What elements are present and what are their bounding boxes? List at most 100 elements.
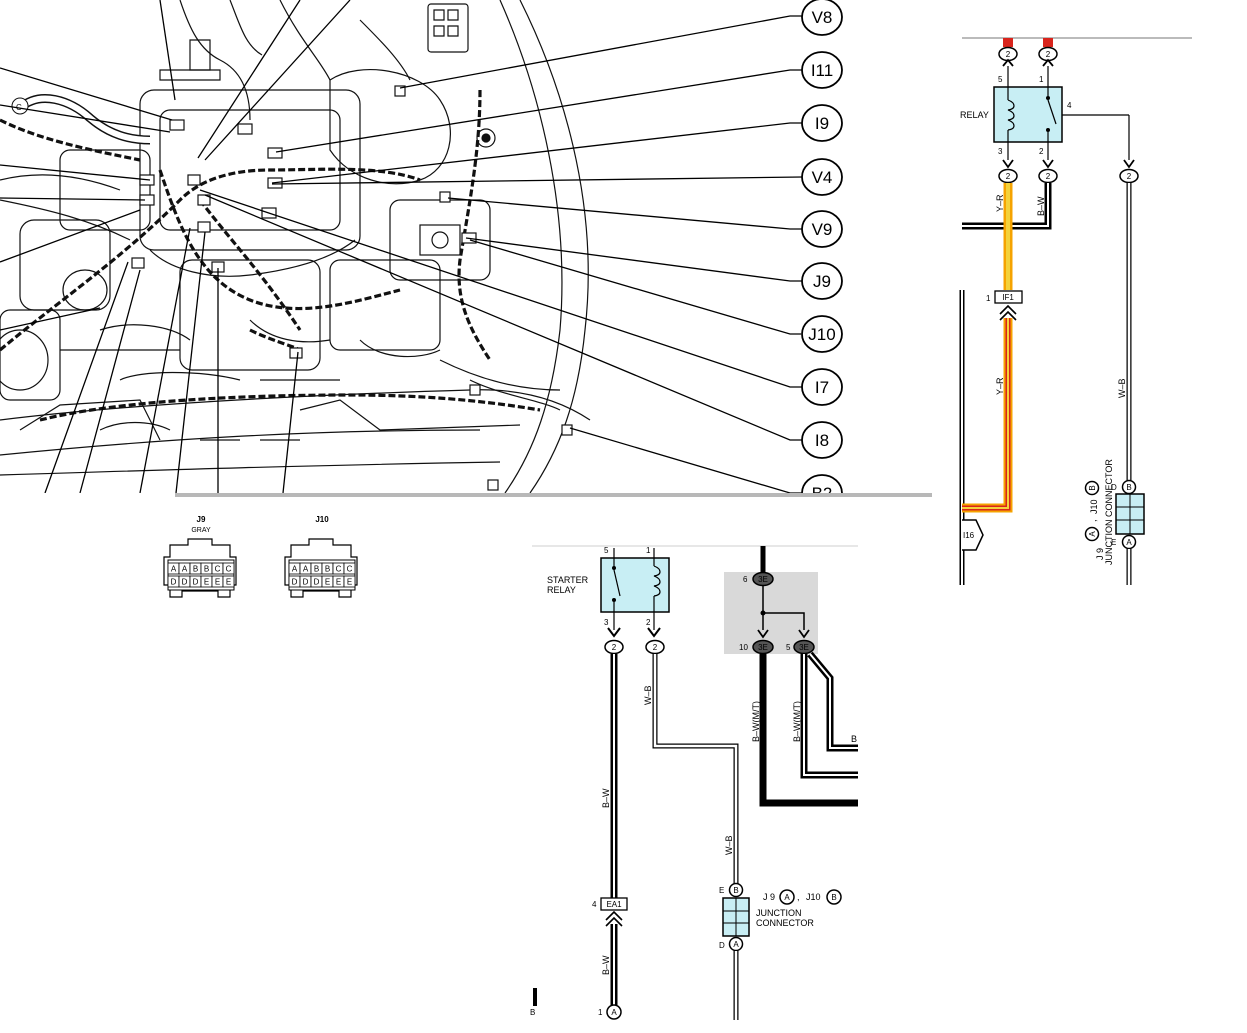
svg-text:B: B: [831, 893, 836, 902]
svg-text:J9: J9: [813, 272, 831, 291]
svg-text:J 9: J 9: [1095, 548, 1105, 560]
svg-text:1: 1: [986, 294, 991, 303]
connector-pin-label: C: [336, 565, 342, 574]
svg-text:2: 2: [1046, 50, 1051, 59]
connector-pin-label: C: [215, 565, 221, 574]
svg-text:V4: V4: [812, 168, 833, 187]
engine-label-c: C: [11, 97, 29, 115]
svg-text:B: B: [1126, 483, 1131, 492]
svg-text:4: 4: [1067, 101, 1072, 110]
connector-pin-label: A: [171, 565, 177, 574]
svg-text:GRAY: GRAY: [191, 527, 211, 534]
callout-i7[interactable]: I7: [801, 368, 843, 406]
connector-pin-label: D: [171, 578, 177, 587]
svg-text:2: 2: [1039, 147, 1044, 156]
connector-pin-cell: [343, 562, 356, 575]
connector-pin-label: B: [325, 565, 330, 574]
connector-pin-label: E: [325, 578, 330, 587]
svg-text:RELAY: RELAY: [960, 110, 989, 120]
svg-text:B–W(M/T): B–W(M/T): [792, 701, 802, 742]
callout-v8[interactable]: V8: [801, 0, 843, 36]
svg-text:Y–R: Y–R: [995, 377, 1005, 395]
svg-text:B–W: B–W: [601, 788, 611, 808]
svg-text:2: 2: [1006, 50, 1011, 59]
harness-connectors: [131, 85, 573, 491]
svg-text:I7: I7: [815, 378, 829, 397]
svg-text:B: B: [1088, 485, 1097, 490]
svg-text:,: ,: [797, 892, 800, 902]
svg-text:2: 2: [1127, 172, 1132, 181]
callout-list: V8 I11 I9 V4 V9 J9 J10 I7: [801, 0, 843, 503]
callout-j10[interactable]: J10: [801, 315, 843, 353]
callout-i11[interactable]: I11: [801, 51, 843, 89]
svg-text:D: D: [1111, 483, 1117, 492]
svg-text:W–B: W–B: [643, 685, 653, 705]
connector-pin-label: E: [347, 578, 352, 587]
connector-pin-label: C: [226, 565, 232, 574]
engine-bay-illustration: [0, 0, 591, 494]
svg-text:2: 2: [646, 618, 651, 627]
svg-text:W–B: W–B: [724, 835, 734, 855]
svg-text:I8: I8: [815, 431, 829, 450]
svg-text:V9: V9: [812, 220, 833, 239]
svg-text:A: A: [784, 893, 790, 902]
callout-v9[interactable]: V9: [801, 210, 843, 248]
svg-text:A: A: [1126, 538, 1132, 547]
svg-text:5: 5: [998, 75, 1003, 84]
svg-text:B–W(M/T): B–W(M/T): [751, 701, 761, 742]
svg-text:J10: J10: [806, 892, 821, 902]
connector-pin-label: A: [303, 565, 309, 574]
svg-text:4: 4: [592, 900, 597, 909]
svg-text:J9: J9: [197, 515, 206, 524]
svg-text:10: 10: [739, 643, 748, 652]
svg-text:I11: I11: [811, 61, 833, 80]
leader-lines: [0, 0, 803, 494]
panel-separator: [0, 493, 932, 497]
connector-pin-label: E: [336, 578, 341, 587]
svg-text:B: B: [851, 734, 857, 744]
svg-text:J10: J10: [808, 325, 835, 344]
svg-text:B–W: B–W: [601, 955, 611, 975]
callout-i8[interactable]: I8: [801, 421, 843, 459]
svg-text:D: D: [719, 941, 725, 950]
callout-j9[interactable]: J9: [801, 262, 843, 300]
svg-text:B2: B2: [812, 484, 833, 503]
connector-pin-label: B: [193, 565, 198, 574]
svg-text:1: 1: [646, 546, 651, 555]
svg-text:A: A: [611, 1008, 617, 1017]
svg-text:J 9: J 9: [763, 892, 775, 902]
svg-text:W–B: W–B: [1117, 378, 1127, 398]
callout-i9[interactable]: I9: [801, 104, 843, 142]
svg-text:J10: J10: [1089, 499, 1099, 514]
connector-pin-label: D: [303, 578, 309, 587]
svg-text:JUNCTION: JUNCTION: [756, 908, 802, 918]
svg-text:I16: I16: [963, 531, 975, 540]
svg-text:2: 2: [1006, 172, 1011, 181]
svg-text:,: ,: [1088, 519, 1098, 522]
svg-text:J10: J10: [315, 515, 329, 524]
svg-text:2: 2: [612, 643, 617, 652]
svg-text:3E: 3E: [758, 575, 768, 584]
svg-text:A: A: [1088, 531, 1097, 537]
right-relay-box[interactable]: [993, 86, 1063, 143]
svg-text:I9: I9: [815, 114, 829, 133]
right-relay-schematic: 2 2 5 1 RELAY 4 3 2 2 2 2 B–W: [959, 37, 1192, 585]
svg-text:3: 3: [998, 147, 1003, 156]
connector-pin-label: E: [226, 578, 231, 587]
connector-pin-label: D: [182, 578, 188, 587]
connector-pin-label: B: [204, 565, 209, 574]
svg-text:6: 6: [743, 575, 748, 584]
svg-text:3E: 3E: [758, 643, 768, 652]
svg-text:B–W: B–W: [1036, 196, 1046, 216]
svg-text:1: 1: [598, 1008, 603, 1017]
svg-text:2: 2: [1046, 172, 1051, 181]
starter-relay-schematic: STARTER RELAY 5 1 3 2 2 2 B–W 4 EA1 B–W …: [530, 545, 858, 1020]
connector-pin-label: E: [204, 578, 209, 587]
connector-pin-label: D: [193, 578, 199, 587]
svg-text:E: E: [719, 886, 724, 895]
connector-pin-cell: [222, 575, 235, 588]
callout-v4[interactable]: V4: [801, 158, 843, 196]
svg-text:E: E: [1111, 538, 1116, 547]
connector-pin-label: D: [292, 578, 298, 587]
